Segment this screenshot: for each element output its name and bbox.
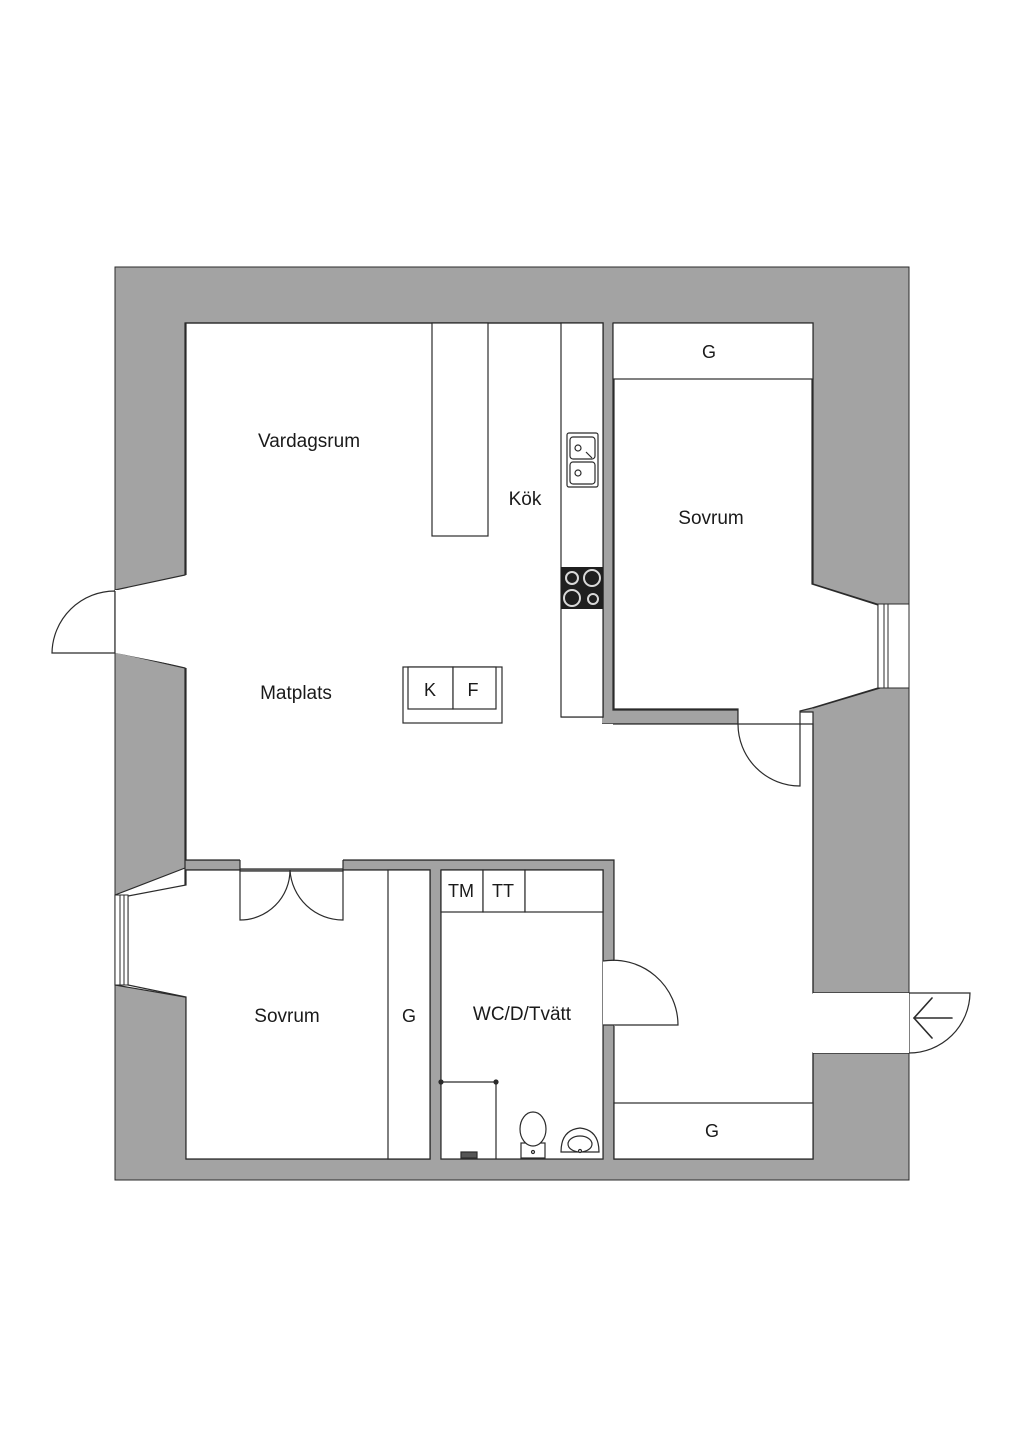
toilet-icon [519,1111,547,1159]
fixture-labels: G K F TM TT G G [402,342,719,1141]
door-swing-entrance [908,992,971,1054]
kitchen-units [402,322,604,913]
door-swing-bedroom-west-2 [289,869,344,921]
door-swing-bedroom-west [239,869,291,921]
wardrobe-top [612,322,814,380]
room-label-bedroom-east: Sovrum [678,508,743,529]
dryer [482,869,526,913]
doors [51,590,971,1054]
wardrobe-bottom [613,1102,814,1160]
floor-fills [116,324,812,1159]
wardrobe-bedroom-west [387,869,431,1160]
wardrobes [387,322,814,1160]
cooktop-icon [561,567,603,609]
room-label-kitchen: Kök [509,489,542,510]
laundry-counter [524,869,604,913]
windows [114,603,910,986]
room-label-bedroom-west: Sovrum [254,1006,319,1027]
fixture-label-washer: TM [448,881,474,901]
room-label-bathroom: WC/D/Tvätt [473,1004,572,1025]
shower-icon [438,1079,499,1159]
bedroom-east-floor [613,323,879,725]
door-swing-balcony [51,590,116,654]
window-west [114,894,129,986]
fixture-label-wardrobe-top: G [702,342,716,362]
bathroom-floor [440,869,604,1160]
fixture-label-fridge: K [424,680,436,700]
washer [440,869,484,913]
room-label-dining: Matplats [260,683,332,704]
door-swing-bathroom [602,959,679,1026]
fridge [407,666,454,710]
fixture-label-freezer: F [468,680,479,700]
room-label-living: Vardagsrum [258,431,360,452]
room-labels: Vardagsrum Kök Matplats Sovrum Sovrum WC… [254,431,743,1027]
door-swing-bedroom-east [737,723,801,787]
double-sink-icon [566,432,599,488]
washbasin-icon [560,1127,600,1154]
fixture-label-dryer: TT [492,881,514,901]
arrow-left-icon [912,997,953,1039]
kitchen-counter [560,322,604,718]
fixture-label-wardrobe-bottom: G [705,1121,719,1141]
fixture-label-wardrobe-west: G [402,1006,416,1026]
kitchen-island [431,322,489,537]
window-east [877,603,910,689]
freezer [452,666,497,710]
entry-corridor [813,993,909,1053]
